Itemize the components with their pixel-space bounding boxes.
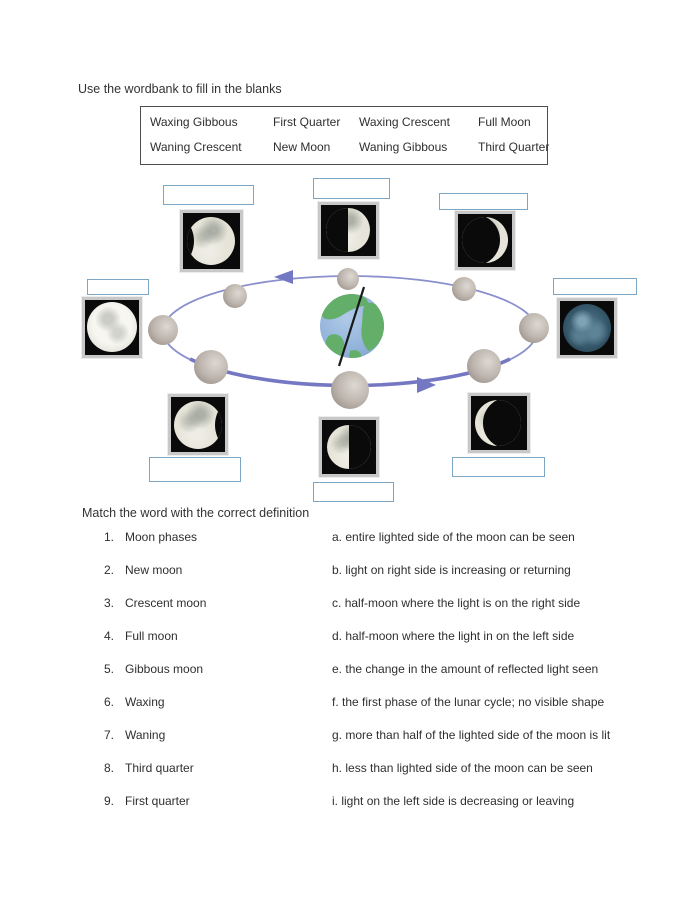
wordbank-term: Waxing Crescent bbox=[359, 115, 450, 129]
matching-row: 6. Waxing f. the first phase of the luna… bbox=[0, 695, 700, 711]
orbit-moon bbox=[223, 284, 247, 308]
answer-input-waxing-crescent[interactable] bbox=[439, 193, 528, 210]
definition-letter: e. bbox=[332, 662, 343, 676]
answer-input-first-quarter[interactable] bbox=[313, 178, 390, 199]
term-number: 5. bbox=[104, 662, 115, 676]
waxing-gibbous-photo bbox=[180, 210, 243, 272]
answer-input-waning-crescent[interactable] bbox=[452, 457, 545, 477]
orbit-arrow-left-icon bbox=[274, 270, 293, 284]
definition-letter: b. bbox=[332, 563, 343, 577]
term-label[interactable]: Crescent moon bbox=[125, 596, 207, 610]
answer-input-full-moon[interactable] bbox=[87, 279, 149, 295]
definition-letter: f. bbox=[332, 695, 339, 709]
matching-row: 4. Full moon d. half-moon where the ligh… bbox=[0, 629, 700, 645]
matching-row: 1. Moon phases a. entire lighted side of… bbox=[0, 530, 700, 546]
term-label[interactable]: New moon bbox=[125, 563, 183, 577]
answer-input-waxing-gibbous[interactable] bbox=[163, 185, 254, 205]
term-label[interactable]: Gibbous moon bbox=[125, 662, 204, 676]
new-moon-photo bbox=[557, 298, 617, 358]
term-number: 8. bbox=[104, 761, 115, 775]
definition-body: light on the left side is decreasing or … bbox=[341, 794, 575, 808]
definition-body: half-moon where the light in on the left… bbox=[345, 629, 575, 643]
earth-icon bbox=[320, 286, 384, 367]
first-quarter-photo bbox=[318, 202, 379, 259]
matching-instruction: Match the word with the correct definiti… bbox=[82, 506, 310, 520]
matching-row: 3. Crescent moon c. half-moon where the … bbox=[0, 596, 700, 612]
answer-input-new-moon[interactable] bbox=[553, 278, 637, 295]
wordbank-term: Full Moon bbox=[478, 115, 531, 129]
term-label[interactable]: Waxing bbox=[125, 695, 165, 709]
term-number: 4. bbox=[104, 629, 115, 643]
definition-text[interactable]: b. light on right side is increasing or … bbox=[332, 563, 571, 577]
orbit-moon bbox=[331, 371, 369, 409]
answer-input-waning-gibbous[interactable] bbox=[149, 457, 241, 482]
waning-gibbous-photo bbox=[168, 394, 228, 455]
orbit-moon bbox=[467, 349, 501, 383]
definition-text[interactable]: c. half-moon where the light is on the r… bbox=[332, 596, 580, 610]
definition-body: entire lighted side of the moon can be s… bbox=[345, 530, 575, 544]
waning-crescent-photo bbox=[468, 393, 530, 453]
third-quarter-photo bbox=[319, 417, 379, 477]
definition-body: more than half of the lighted side of th… bbox=[345, 728, 611, 742]
definition-letter: i. bbox=[332, 794, 338, 808]
term-number: 9. bbox=[104, 794, 115, 808]
term-number: 6. bbox=[104, 695, 115, 709]
matching-row: 7. Waning g. more than half of the light… bbox=[0, 728, 700, 744]
definition-text[interactable]: a. entire lighted side of the moon can b… bbox=[332, 530, 575, 544]
orbit-moon bbox=[519, 313, 549, 343]
definition-letter: d. bbox=[332, 629, 343, 643]
waxing-crescent-photo bbox=[455, 211, 515, 270]
definition-letter: a. bbox=[332, 530, 343, 544]
wordbank-term: First Quarter bbox=[273, 115, 341, 129]
wordbank-term: Waning Crescent bbox=[150, 140, 242, 154]
definition-body: the first phase of the lunar cycle; no v… bbox=[342, 695, 605, 709]
term-label[interactable]: Full moon bbox=[125, 629, 178, 643]
term-number: 1. bbox=[104, 530, 115, 544]
answer-input-third-quarter[interactable] bbox=[313, 482, 394, 502]
wordbank-term: Waxing Gibbous bbox=[150, 115, 238, 129]
definition-letter: g. bbox=[332, 728, 343, 742]
term-label[interactable]: Third quarter bbox=[125, 761, 194, 775]
term-number: 7. bbox=[104, 728, 115, 742]
definition-body: the change in the amount of reflected li… bbox=[345, 662, 599, 676]
earth-axis-line bbox=[337, 286, 366, 367]
term-label[interactable]: Waning bbox=[125, 728, 166, 742]
matching-row: 8. Third quarter h. less than lighted si… bbox=[0, 761, 700, 777]
definition-text[interactable]: i. light on the left side is decreasing … bbox=[332, 794, 574, 808]
wordbank-term: Waning Gibbous bbox=[359, 140, 448, 154]
matching-row: 5. Gibbous moon e. the change in the amo… bbox=[0, 662, 700, 678]
definition-letter: c. bbox=[332, 596, 342, 610]
wordbank-term: New Moon bbox=[273, 140, 331, 154]
term-number: 3. bbox=[104, 596, 115, 610]
full-moon-photo bbox=[82, 297, 142, 358]
definition-text[interactable]: e. the change in the amount of reflected… bbox=[332, 662, 598, 676]
matching-row: 2. New moon b. light on right side is in… bbox=[0, 563, 700, 579]
wordbank-instruction: Use the wordbank to fill in the blanks bbox=[78, 82, 282, 96]
definition-body: less than lighted side of the moon can b… bbox=[345, 761, 593, 775]
wordbank-box: Waxing Gibbous First Quarter Waxing Cres… bbox=[140, 106, 550, 165]
definition-body: half-moon where the light is on the righ… bbox=[344, 596, 581, 610]
orbit-moon bbox=[194, 350, 228, 384]
definition-letter: h. bbox=[332, 761, 343, 775]
term-number: 2. bbox=[104, 563, 115, 577]
definition-text[interactable]: f. the first phase of the lunar cycle; n… bbox=[332, 695, 604, 709]
term-label[interactable]: First quarter bbox=[125, 794, 190, 808]
definition-body: light on right side is increasing or ret… bbox=[345, 563, 571, 577]
orbit-arrow-right-icon bbox=[417, 377, 436, 393]
orbit-ellipse-bold-arc bbox=[189, 357, 511, 388]
orbit-ellipse bbox=[162, 275, 538, 387]
orbit-moon bbox=[148, 315, 178, 345]
definition-text[interactable]: h. less than lighted side of the moon ca… bbox=[332, 761, 593, 775]
definition-text[interactable]: d. half-moon where the light in on the l… bbox=[332, 629, 574, 643]
wordbank-term: Third Quarter bbox=[478, 140, 550, 154]
orbit-moon bbox=[337, 268, 359, 290]
definition-text[interactable]: g. more than half of the lighted side of… bbox=[332, 728, 610, 742]
orbit-moon bbox=[452, 277, 476, 301]
matching-row: 9. First quarter i. light on the left si… bbox=[0, 794, 700, 810]
term-label[interactable]: Moon phases bbox=[125, 530, 198, 544]
